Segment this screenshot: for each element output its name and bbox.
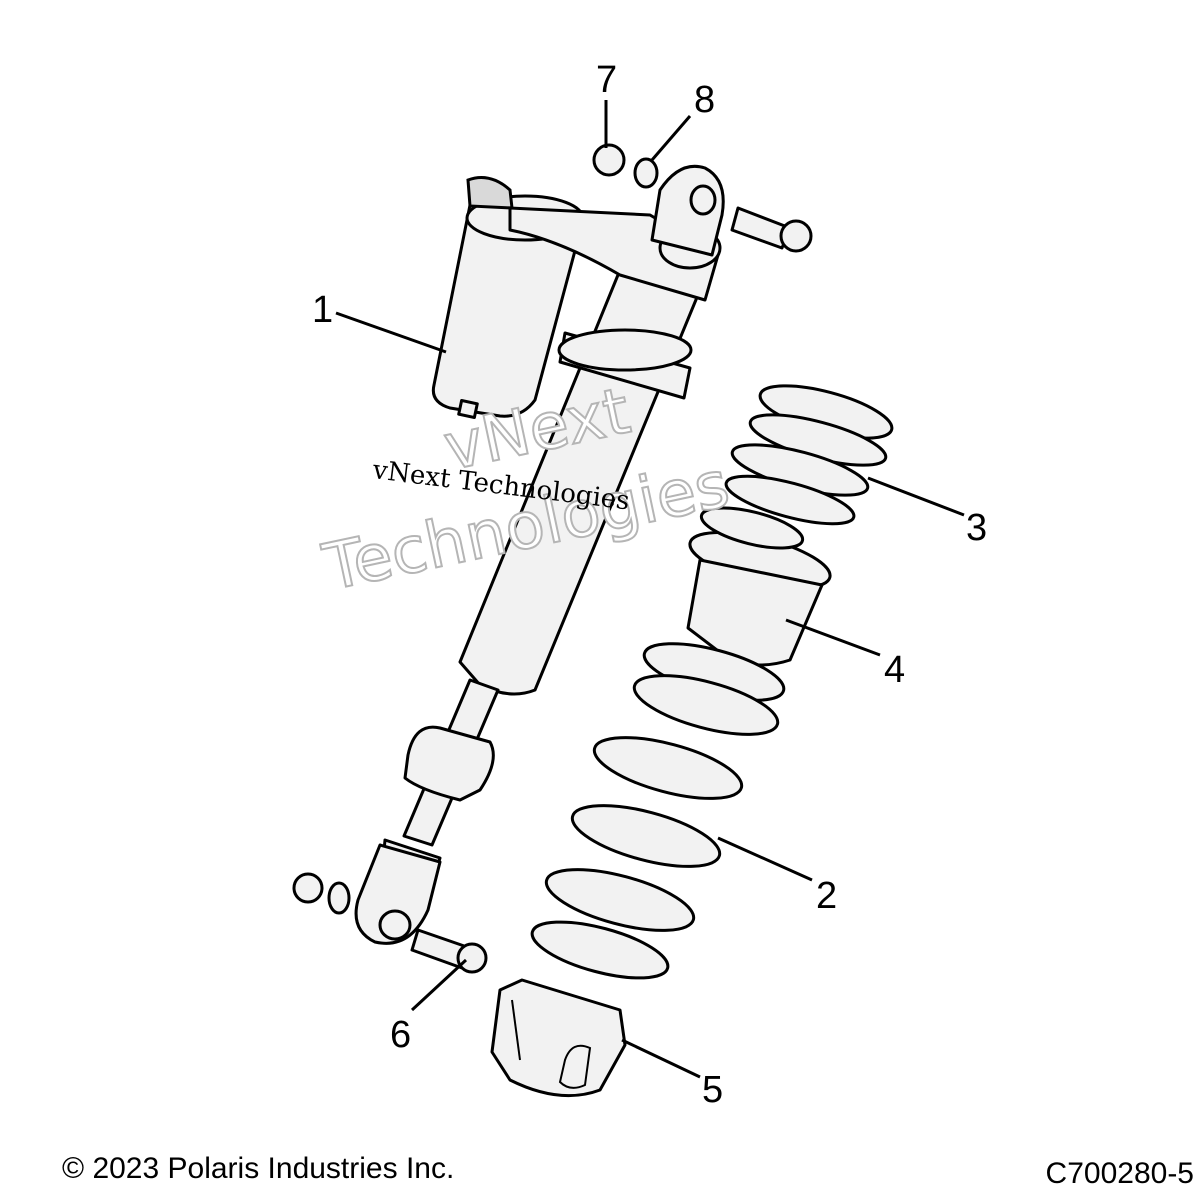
lower-retainer [490,978,627,1098]
callout-6: 6 [390,1014,411,1056]
callouts: 1 2 3 4 5 6 7 8 [312,59,987,1111]
callout-2: 2 [816,875,837,917]
callout-7: 7 [596,59,617,101]
watermark: vNext Technologies vNext Technologies [316,373,737,606]
callout-5: 5 [702,1069,723,1111]
callout-8: 8 [694,79,715,121]
shock-body [458,164,725,696]
lower-hardware [292,872,488,974]
callout-4: 4 [884,649,905,691]
main-spring [530,642,786,980]
figure-code: C700280-5 [1045,1157,1194,1190]
reservoir-canister [431,176,585,420]
callout-1: 1 [312,289,333,331]
leader-lines [335,100,965,1079]
callout-3: 3 [966,507,987,549]
copyright-notice: © 2023 Polaris Industries Inc. [62,1152,455,1185]
lower-eye [354,843,442,945]
upper-hardware [592,143,813,253]
upper-spring [724,384,894,526]
